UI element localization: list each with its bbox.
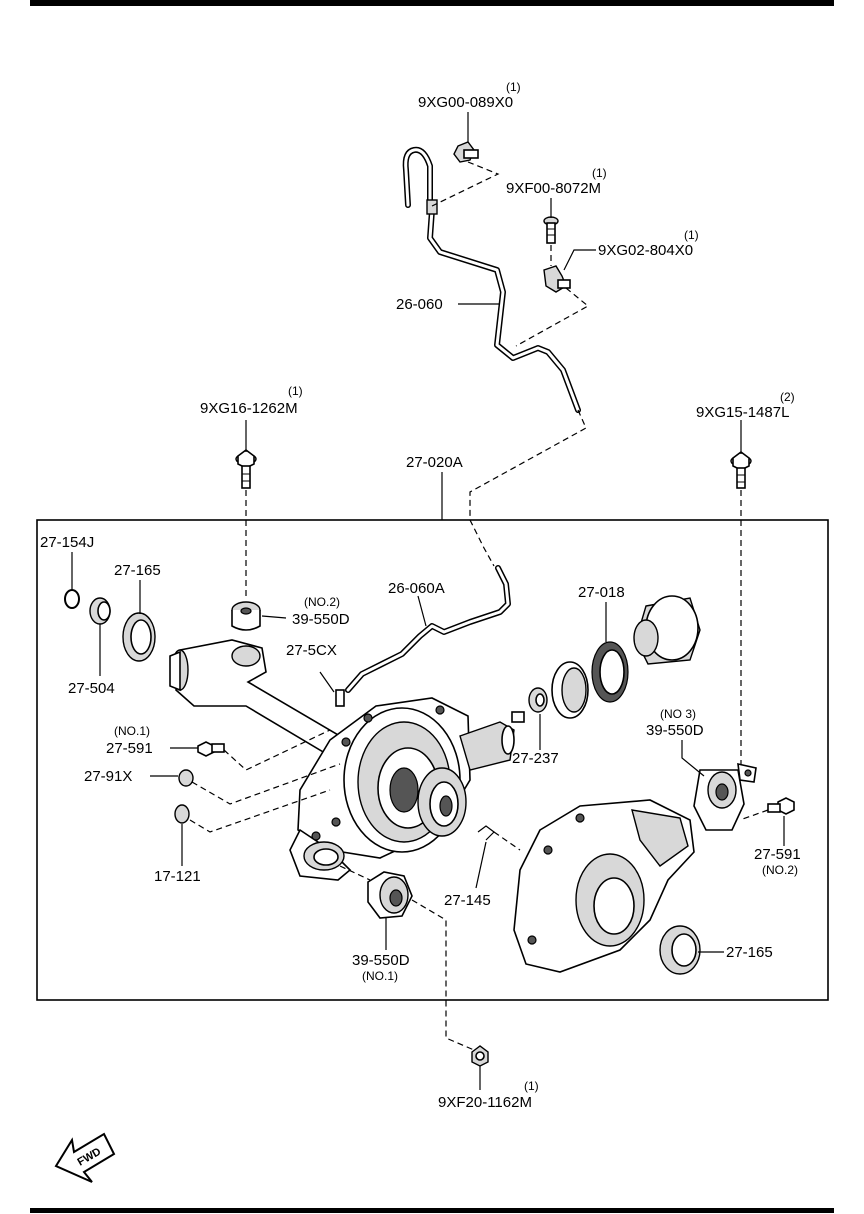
axle-tube-housing-icon	[169, 639, 342, 758]
fwd-arrow-icon: FWD	[54, 1132, 116, 1183]
note-39-550d-no1: (NO.1)	[362, 969, 398, 983]
mount-39-550d-no3-icon	[693, 762, 757, 831]
label-9xg16-1262m: 9XG16-1262M	[200, 400, 298, 417]
mount-39-550d-no1-icon	[367, 871, 413, 919]
label-27-591-no2: 27-591	[754, 846, 801, 863]
rear-cover-icon	[513, 799, 695, 973]
label-26-060a: 26-060A	[388, 580, 445, 597]
seal-27-165-right-icon	[659, 925, 701, 975]
mount-39-550d-no2-icon	[231, 601, 261, 631]
bolt-9xg16-icon	[235, 449, 257, 489]
label-27-165-right: 27-165	[726, 944, 773, 961]
label-27-020a: 27-020A	[406, 454, 463, 471]
top-rule	[30, 0, 834, 6]
label-27-145: 27-145	[444, 892, 491, 909]
assembly-frame	[36, 519, 829, 1001]
label-39-550d-no2: 39-550D	[292, 611, 350, 628]
note-27-591-no1: (NO.1)	[114, 724, 150, 738]
label-27-504: 27-504	[68, 680, 115, 697]
label-27-237: 27-237	[512, 750, 559, 767]
qty-9xf00: (1)	[592, 166, 607, 180]
label-27-91x: 27-91X	[84, 768, 132, 785]
note-27-591-no2: (NO.2)	[762, 863, 798, 877]
label-27-018: 27-018	[578, 584, 625, 601]
label-9xg00-089x0: 9XG00-089X0	[418, 94, 513, 111]
oil-seal-27-018-icon	[591, 641, 629, 703]
bracket-9xg02-icon	[543, 265, 571, 293]
breather-27-5cx-icon	[319, 671, 345, 707]
label-39-550d-no3: 39-550D	[646, 722, 704, 739]
bottom-rule	[30, 1208, 834, 1213]
label-27-591-no1: 27-591	[106, 740, 153, 757]
snap-ring-27-154j-icon	[64, 589, 80, 609]
qty-9xg16: (1)	[288, 384, 303, 398]
bearing-27-504-icon	[89, 597, 111, 625]
nut-9xf20-icon	[471, 1045, 489, 1067]
plug-17-121-icon	[174, 804, 190, 824]
label-9xf20-1162m: 9XF20-1162M	[438, 1094, 532, 1111]
qty-9xf20: (1)	[524, 1079, 539, 1093]
differential-carrier-icon	[289, 697, 525, 881]
label-17-121: 17-121	[154, 868, 201, 885]
label-26-060: 26-060	[396, 296, 443, 313]
bolt-27-591-no2-icon	[767, 797, 795, 815]
note-39-550d-no3: (NO 3)	[660, 707, 696, 721]
label-9xg02-804x0: 9XG02-804X0	[598, 242, 693, 259]
bearing-27-237-icon	[528, 687, 548, 713]
pipe-fitting	[426, 199, 438, 215]
label-27-154j: 27-154J	[40, 534, 94, 551]
clip-9xg00-icon	[453, 141, 479, 163]
label-27-5cx: 27-5CX	[286, 642, 337, 659]
note-39-550d-no2: (NO.2)	[304, 595, 340, 609]
part-labels: (1) 9XG00-089X0 (1) 9XF00-8072M (1) 9XG0…	[40, 80, 801, 1111]
nut-27-91x-icon	[178, 769, 194, 787]
label-27-165-left: 27-165	[114, 562, 161, 579]
companion-flange-icon	[633, 595, 701, 665]
label-39-550d-no1: 39-550D	[352, 952, 410, 969]
bolt-9xg15-icon	[730, 451, 752, 489]
seal-27-165-left-icon	[122, 612, 156, 662]
qty-9xg00: (1)	[506, 80, 521, 94]
bolt-9xf00-icon	[543, 216, 559, 244]
spacer-ring-icon	[551, 661, 589, 719]
bolt-27-591-no1-icon	[197, 741, 225, 757]
clip-27-145-icon	[477, 825, 495, 841]
qty-9xg15: (2)	[780, 390, 795, 404]
qty-9xg02: (1)	[684, 228, 699, 242]
label-9xg15-1487l: 9XG15-1487L	[696, 404, 789, 421]
label-9xf00-8072m: 9XF00-8072M	[506, 180, 601, 197]
